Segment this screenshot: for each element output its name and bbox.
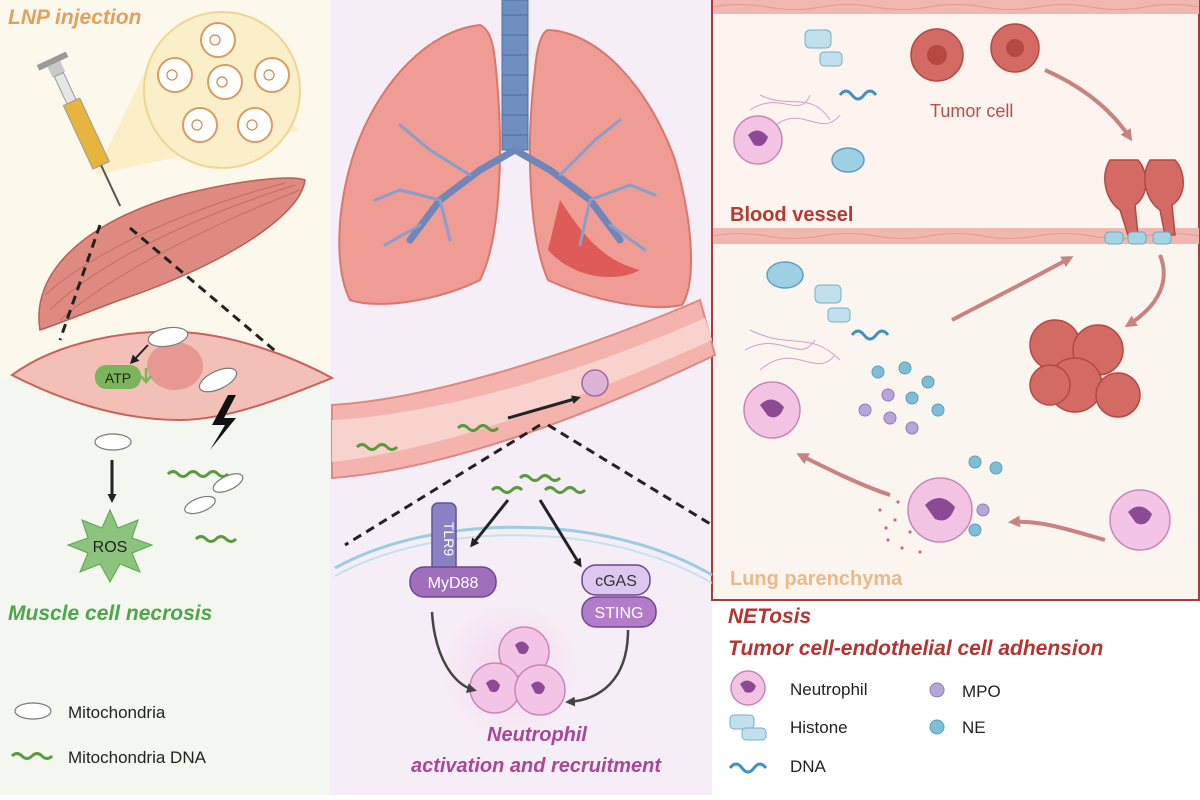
muscle-cell-necrosis-title: Muscle cell necrosis xyxy=(8,602,213,625)
legend-mitochondria-label: Mitochondria xyxy=(68,703,166,722)
zoom-line-3 xyxy=(344,423,541,547)
lnp-particles xyxy=(157,22,290,143)
vessel-net-strands xyxy=(749,94,841,131)
neutrophil-legend-nucleus xyxy=(740,680,756,693)
vessel-neutrophil-nucleus xyxy=(748,130,768,146)
legend-neutrophil-label: Neutrophil xyxy=(790,680,868,699)
tlr9-label: TLR9 xyxy=(441,522,457,556)
neutrophil-nuclei xyxy=(486,641,545,695)
cgas-arrow xyxy=(538,499,582,568)
zoom-line-4 xyxy=(547,423,713,527)
ne-legend-icon xyxy=(929,719,945,735)
ligand-mtdna xyxy=(490,474,587,494)
cell-membrane-inner xyxy=(334,534,713,584)
recruit-arrow-1 xyxy=(1008,515,1106,542)
free-mtdna xyxy=(166,470,238,543)
trachea-rings xyxy=(502,14,528,136)
neutrophil-activation-line1: Neutrophil xyxy=(487,724,587,746)
cgas-box xyxy=(581,564,651,596)
cell-membrane xyxy=(334,525,713,577)
legend-mpo-label: MPO xyxy=(962,682,1001,701)
blood-vessel-label: Blood vessel xyxy=(730,204,854,226)
parenchyma-granules xyxy=(858,361,945,435)
legend-histone-label: Histone xyxy=(790,718,848,737)
netosis-title: NETosis xyxy=(728,605,812,628)
atp-down-arrow xyxy=(140,368,152,384)
vessel-histones xyxy=(804,29,843,67)
muscle-fibers xyxy=(44,182,301,321)
sting-label: STING xyxy=(595,605,644,622)
atp-badge xyxy=(95,365,141,389)
mitochondria-in-cell xyxy=(147,326,238,393)
parenchyma-net-strands xyxy=(744,329,841,371)
resting-neutrophil-nucleus xyxy=(1128,506,1152,525)
tumor-colony xyxy=(1029,319,1141,418)
ros-burst-icon xyxy=(66,508,154,584)
tumor-arrow-1 xyxy=(1044,68,1133,142)
lung-parenchyma-label: Lung parenchyma xyxy=(730,568,903,590)
tumor-adhesion-title: Tumor cell-endothelial cell adhension xyxy=(728,637,1104,660)
released-dots xyxy=(878,500,922,554)
bronchioles xyxy=(373,118,657,252)
vessel-dna xyxy=(838,89,878,101)
ros-label: ROS xyxy=(93,539,128,556)
mpo-legend-icon xyxy=(929,682,945,698)
sting-box xyxy=(581,596,657,628)
cgas-label: cGAS xyxy=(595,573,637,590)
lnp-particle-cores xyxy=(166,34,275,131)
tlr9-arrow xyxy=(470,499,510,548)
parenchyma-dna xyxy=(850,329,890,341)
mitochondria-icon xyxy=(14,702,52,720)
left-panel-bottom-bg xyxy=(0,380,330,795)
tumor-nuclei-top xyxy=(927,39,1024,65)
legend-dna-label: DNA xyxy=(790,757,826,776)
myd88-box xyxy=(409,566,497,598)
lung-left xyxy=(338,23,501,305)
dna-legend-icon xyxy=(728,762,768,774)
vessel-top-cells xyxy=(712,4,1200,10)
blood-vessel-lumen xyxy=(332,318,712,462)
free-mitochondria xyxy=(184,473,244,515)
vessel-mtdna xyxy=(355,424,500,451)
neutrophil-activation-line2: activation and recruitment xyxy=(410,755,662,777)
myd88-label: MyD88 xyxy=(428,575,479,592)
histone-legend-icon xyxy=(729,714,767,741)
right-panel-frame xyxy=(711,0,1200,601)
zoom-line-1 xyxy=(58,224,102,341)
vessel-top-wall xyxy=(713,0,1199,14)
lightning-icon xyxy=(210,395,236,450)
legend-mtdna-label: Mitochondria DNA xyxy=(68,748,206,767)
tumor-cell-label: Tumor cell xyxy=(930,101,1014,121)
tumor-arrow-2 xyxy=(1124,254,1166,328)
parenchyma-histones xyxy=(814,284,851,323)
activated-neutrophil-nucleus xyxy=(925,497,955,521)
parenchyma-neutrophil-nucleus xyxy=(760,399,784,418)
parenchyma-nucleosome xyxy=(766,261,804,289)
muscle-cell-nucleus xyxy=(147,342,203,390)
vessel-mid-wall xyxy=(713,228,1199,244)
bronchi xyxy=(406,146,624,244)
released-granules xyxy=(968,455,1003,537)
vessel-nucleosome xyxy=(831,147,865,173)
recruit-arrow-2 xyxy=(796,453,891,497)
legend-ne-label: NE xyxy=(962,718,986,737)
vessel-neutrophil xyxy=(581,369,609,397)
sting-to-neutrophil xyxy=(565,629,630,707)
syringe-icon xyxy=(36,51,122,207)
lung-right-shade xyxy=(548,200,640,278)
lnp-injection-title: LNP injection xyxy=(8,6,142,29)
parenchyma-up-arrow xyxy=(951,256,1074,322)
right-bottom-bg xyxy=(712,600,1200,795)
adhesion-histones xyxy=(1104,231,1172,245)
zoom-line-2 xyxy=(129,226,281,357)
mitochondria-dna-icon xyxy=(10,752,54,760)
atp-arrow xyxy=(129,344,149,365)
myd88-to-neutrophil xyxy=(430,611,477,694)
mitochondria-free xyxy=(94,433,132,451)
atp-label: ATP xyxy=(105,370,131,386)
vessel-arrow xyxy=(507,395,581,420)
